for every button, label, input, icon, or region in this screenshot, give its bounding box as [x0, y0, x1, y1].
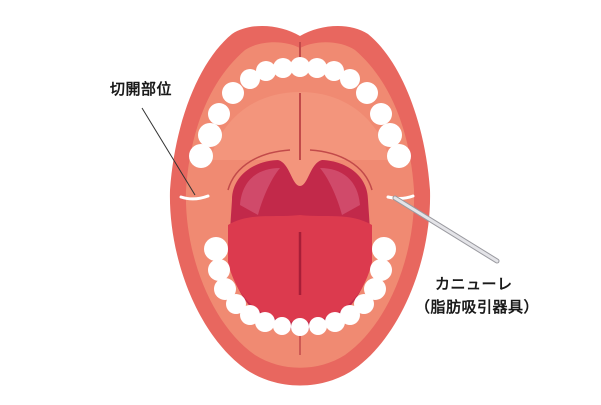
incision-leader-line — [141, 107, 196, 196]
pharynx-arch-left — [240, 168, 280, 215]
palate-arc-right — [309, 149, 373, 191]
uvula — [278, 160, 322, 186]
incision-site-label: 切開部位 — [110, 80, 173, 98]
upper-teeth — [189, 57, 411, 168]
incision-mark-right — [386, 194, 415, 200]
palate-arc-left — [227, 149, 291, 191]
lower-teeth — [204, 237, 396, 336]
pharynx-arch-right — [320, 168, 360, 215]
cannula-description-label: （脂肪吸引器具） — [415, 298, 540, 316]
incision-mark-left — [179, 194, 210, 201]
cannula-label: カニューレ — [435, 275, 513, 293]
cannula-instrument — [392, 195, 500, 264]
